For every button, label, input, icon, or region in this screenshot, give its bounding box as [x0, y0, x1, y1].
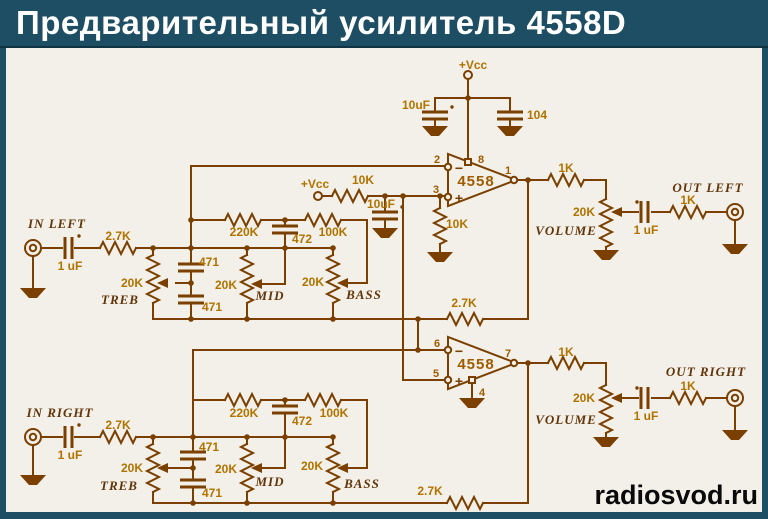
page-title: Предварительный усилитель 4558D	[16, 4, 627, 41]
label-in-res-left: 2.7K	[105, 229, 131, 243]
opamp-right: 6 5 7 4 − + 4558	[433, 335, 519, 399]
pin3-terminal	[443, 192, 453, 202]
label-bass-left: BASS	[345, 287, 382, 302]
label-mid-pot-left: 20K	[215, 278, 237, 292]
label-out-right: OUT RIGHT	[666, 364, 746, 379]
pin2-label: 2	[434, 154, 440, 166]
title-bar: Предварительный усилитель 4558D	[0, 0, 768, 48]
noninverting-sign: +	[455, 373, 463, 389]
label-volume-pot-right: 20K	[573, 391, 595, 405]
label-220k-right: 220K	[230, 406, 259, 420]
opamp-triangle	[447, 335, 519, 391]
label-mid-left: MID	[254, 288, 284, 303]
label-100k-right: 100K	[320, 406, 349, 420]
pin1-label: 1	[505, 165, 511, 177]
label-mid-pot-right: 20K	[215, 462, 237, 476]
terminal-vcc-top	[463, 70, 473, 80]
pin8-pad	[464, 158, 472, 166]
pin2-terminal	[443, 162, 453, 172]
label-in-left: IN LEFT	[27, 216, 86, 231]
label-fb-res-right: 2.7K	[417, 484, 443, 498]
pin3-label: 3	[433, 184, 439, 196]
label-fb-res-left: 2.7K	[451, 296, 477, 310]
label-bass-pot-left: 20K	[302, 275, 324, 289]
wires-power-bias	[321, 78, 511, 381]
label-vcc-bias: +Vcc	[301, 177, 330, 191]
label-out-cap-right: 1 uF	[634, 409, 659, 423]
pin7-label: 7	[505, 348, 511, 360]
ic-name: 4558	[457, 356, 494, 373]
pin4-label: 4	[479, 387, 486, 399]
wires-left-channel	[32, 165, 736, 351]
pin4-pad	[468, 376, 476, 384]
label-472-left: 472	[292, 232, 312, 246]
label-out-cap-left: 1 uF	[634, 223, 659, 237]
label-out-left: OUT LEFT	[672, 180, 743, 195]
label-treb-left: TREB	[101, 292, 139, 307]
pin5-label: 5	[433, 368, 439, 380]
pin1-terminal	[509, 175, 519, 185]
label-out-res-left: 1K	[558, 161, 574, 175]
label-bass-pot-right: 20K	[301, 459, 323, 473]
label-bass-right: BASS	[343, 476, 380, 491]
label-in-cap-left: 1 uF	[58, 259, 83, 273]
label-471-top-right: 471	[199, 440, 219, 454]
label-in-res-right: 2.7K	[105, 418, 131, 432]
label-volume-left: VOLUME	[535, 223, 597, 238]
paper-background	[6, 48, 762, 512]
wires-right-channel	[32, 349, 736, 504]
pin8-label: 8	[478, 154, 484, 166]
ic-name: 4558	[457, 173, 494, 190]
pin5-terminal	[443, 375, 453, 385]
noninverting-sign: +	[455, 190, 463, 206]
label-10k-bias: 10K	[352, 173, 374, 187]
label-treb-pot-left: 20K	[121, 276, 143, 290]
label-jack-res-left: 1K	[680, 193, 696, 207]
connectors	[24, 70, 744, 446]
terminal-vcc-bias	[313, 191, 323, 201]
label-mid-right: MID	[254, 474, 284, 489]
label-treb-right: TREB	[100, 478, 138, 493]
label-471-bottom-left: 471	[202, 300, 222, 314]
label-10k-gnd: 10K	[446, 217, 468, 231]
watermark: radiosvod.ru	[594, 480, 758, 510]
label-vcc-top: +Vcc	[459, 58, 488, 72]
label-220k-left: 220K	[230, 225, 259, 239]
pin6-label: 6	[434, 338, 440, 350]
label-jack-res-right: 1K	[680, 379, 696, 393]
label-471-bottom-right: 471	[202, 486, 222, 500]
label-10uf-bias: 10uF	[367, 197, 395, 211]
opamp-left: 2 8 3 1 − + 4558	[433, 152, 519, 208]
label-471-top-left: 471	[199, 255, 219, 269]
label-100k-left: 100K	[319, 225, 348, 239]
junction-dots	[150, 95, 531, 506]
label-out-res-right: 1K	[558, 345, 574, 359]
label-in-right: IN RIGHT	[26, 405, 94, 420]
label-10uf-supply: 10uF	[402, 98, 430, 112]
label-treb-pot-right: 20K	[121, 461, 143, 475]
inverting-sign: −	[455, 160, 463, 176]
pin7-terminal	[509, 358, 519, 368]
polarity-dots	[77, 105, 639, 427]
label-in-cap-right: 1 uF	[58, 448, 83, 462]
pin6-terminal	[443, 345, 453, 355]
label-volume-right: VOLUME	[535, 412, 597, 427]
inverting-sign: −	[455, 343, 463, 359]
opamp-triangle	[447, 152, 519, 208]
label-472-right: 472	[292, 414, 312, 428]
label-volume-pot-left: 20K	[573, 205, 595, 219]
label-104-supply: 104	[527, 108, 547, 122]
